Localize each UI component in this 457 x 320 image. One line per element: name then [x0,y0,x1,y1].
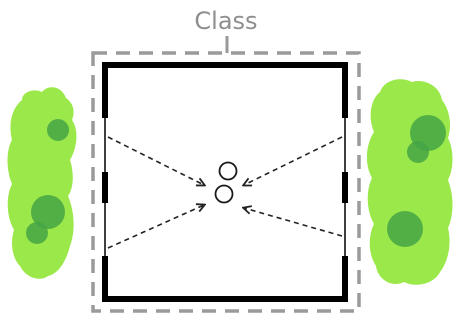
students [216,163,237,203]
right-trees [367,79,453,285]
room-walls [105,65,345,299]
right-tree-dark-icon [407,141,429,163]
student-circle-icon [216,186,233,203]
right-tree-canopy-icon [367,79,453,285]
arrow-top-right [244,137,342,185]
left-tree-dark-icon [47,119,69,141]
class-label: Class [194,7,257,35]
class-boundary [93,53,359,311]
left-tree-canopy-icon [8,87,77,279]
left-trees [8,87,77,279]
arrow-top-left [108,137,204,185]
right-tree-dark-icon [387,211,423,247]
arrow-bottom-right [244,208,342,236]
arrow-bottom-left [108,205,204,248]
student-circle-icon [220,163,237,180]
left-tree-dark-icon [26,222,48,244]
top-wall [105,65,345,118]
bottom-wall [105,256,345,299]
